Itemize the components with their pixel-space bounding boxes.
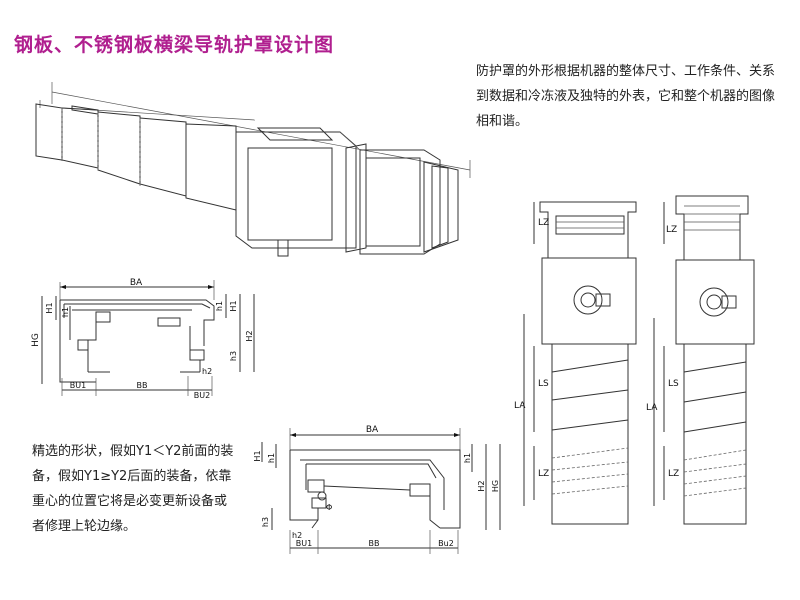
section1-h3-label: h3	[229, 351, 238, 361]
vertical1-LA-label: LA	[514, 401, 526, 411]
page-title: 钢板、不锈钢板横梁导轨护罩设计图	[14, 34, 335, 56]
section2-BB-label: BB	[369, 539, 380, 548]
section2-Bu2-label: Bu2	[438, 539, 454, 548]
section1-BU2-label: BU2	[194, 391, 210, 400]
section2-h3-label: h3	[261, 517, 270, 527]
cross-section-2: BA Φ H1 h1 h3 h2 h1 H2 HG	[253, 425, 501, 554]
description-text: 防护罩的外形根据机器的整体尺寸、工作条件、关系到数据和冷冻液及独特的外表，它和整…	[476, 64, 776, 129]
section1-H1-label: H1	[45, 302, 54, 313]
section1-H1r-label: H1	[229, 300, 238, 311]
section1-h2-label: h2	[202, 367, 212, 376]
section2-BA-label: BA	[366, 425, 379, 435]
section1-BA-label: BA	[130, 278, 143, 288]
section2-H2-label: H2	[477, 480, 486, 491]
section1-BU1-label: BU1	[70, 381, 86, 390]
vertical-cover-1: LZ LS LA LZ	[514, 201, 637, 525]
shape-note-text: 精选的形状，假如Y1＜Y2前面的装备，假如Y1≥Y2后面的装备，依靠重心的位置它…	[32, 444, 234, 534]
vertical1-LZ-top-label: LZ	[538, 218, 549, 228]
section2-H1-label: H1	[253, 450, 262, 461]
vertical2-LA-label: LA	[646, 403, 658, 413]
vertical1-LZ-bottom-label: LZ	[538, 469, 549, 479]
section2-HG-label: HG	[491, 480, 500, 492]
cross-section-1: BA HG H1 h1 h1 H1 H2 h3 h2	[31, 278, 255, 400]
vertical2-LZ-top-label: LZ	[666, 225, 677, 235]
section2-phi-label: Φ	[326, 503, 332, 512]
section1-h1r-label: h1	[215, 301, 224, 311]
vertical2-LS-label: LS	[668, 379, 679, 389]
vertical-cover-2: LZ LS LA LZ	[646, 195, 755, 525]
section1-H2-label: H2	[245, 330, 254, 341]
section1-BB-label: BB	[137, 381, 148, 390]
vertical1-LS-label: LS	[538, 379, 549, 389]
isometric-cover-drawing	[35, 82, 471, 257]
section1-h1-label: h1	[61, 307, 70, 317]
section2-h2-label: h2	[292, 531, 302, 540]
section2-h1-label: h1	[267, 453, 276, 463]
section2-BU1-label: BU1	[296, 539, 312, 548]
vertical2-LZ-bottom-label: LZ	[668, 469, 679, 479]
section1-HG-label: HG	[31, 333, 41, 347]
section2-h1r-label: h1	[463, 453, 472, 463]
